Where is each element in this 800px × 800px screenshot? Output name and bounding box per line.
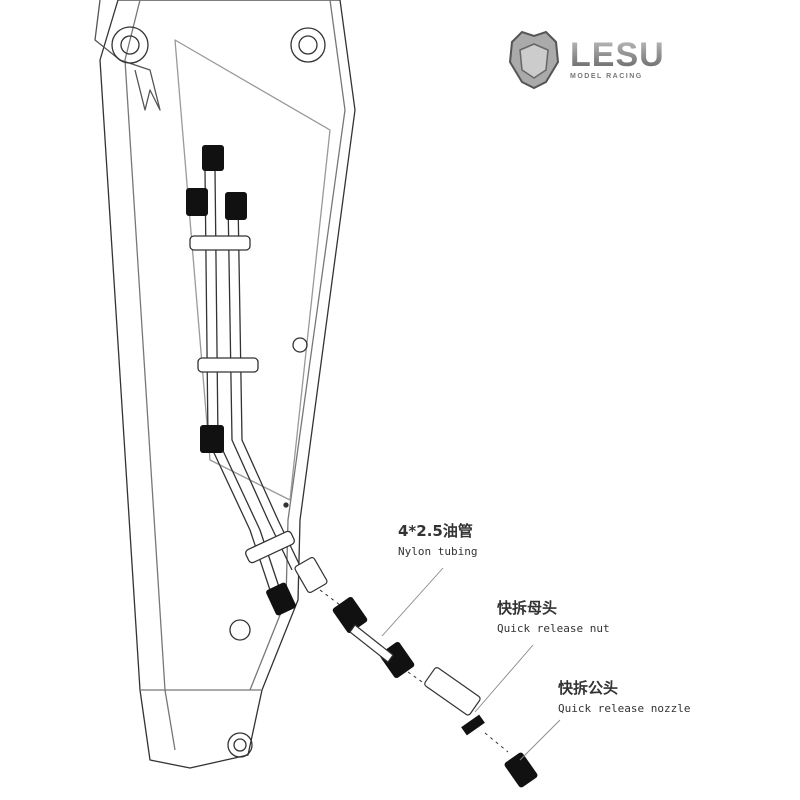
callout-en: Nylon tubing xyxy=(398,545,478,558)
fitting xyxy=(225,192,247,220)
callout-nylon-tubing: 4*2.5油管 Nylon tubing xyxy=(398,520,477,558)
callout-en: Quick release nozzle xyxy=(558,702,691,715)
fitting xyxy=(202,145,224,171)
callout-zh: 4*2.5油管 xyxy=(398,522,473,540)
callout-zh: 快拆母头 xyxy=(497,599,558,617)
fitting xyxy=(266,582,296,616)
callout-quick-release-nut: 快拆母头 Quick release nut xyxy=(497,597,610,635)
logo-brand: LESU xyxy=(570,35,665,74)
quick-release-nozzle-part xyxy=(504,752,538,788)
quick-release-nut-part xyxy=(332,597,368,633)
callout-quick-release-nozzle: 快拆公头 Quick release nozzle xyxy=(558,677,690,715)
leader-line xyxy=(474,644,534,713)
arm-body xyxy=(99,0,356,769)
fitting xyxy=(200,425,224,453)
callout-en: Quick release nut xyxy=(497,622,610,635)
logo-tagline: MODEL RACING xyxy=(570,72,643,80)
lion-emblem-icon xyxy=(508,30,560,90)
leader-line xyxy=(381,567,444,637)
fitting xyxy=(186,188,208,216)
callout-zh: 快拆公头 xyxy=(558,679,619,697)
leader-line xyxy=(519,719,561,761)
brand-logo: LESU MODEL RACING xyxy=(506,28,665,90)
